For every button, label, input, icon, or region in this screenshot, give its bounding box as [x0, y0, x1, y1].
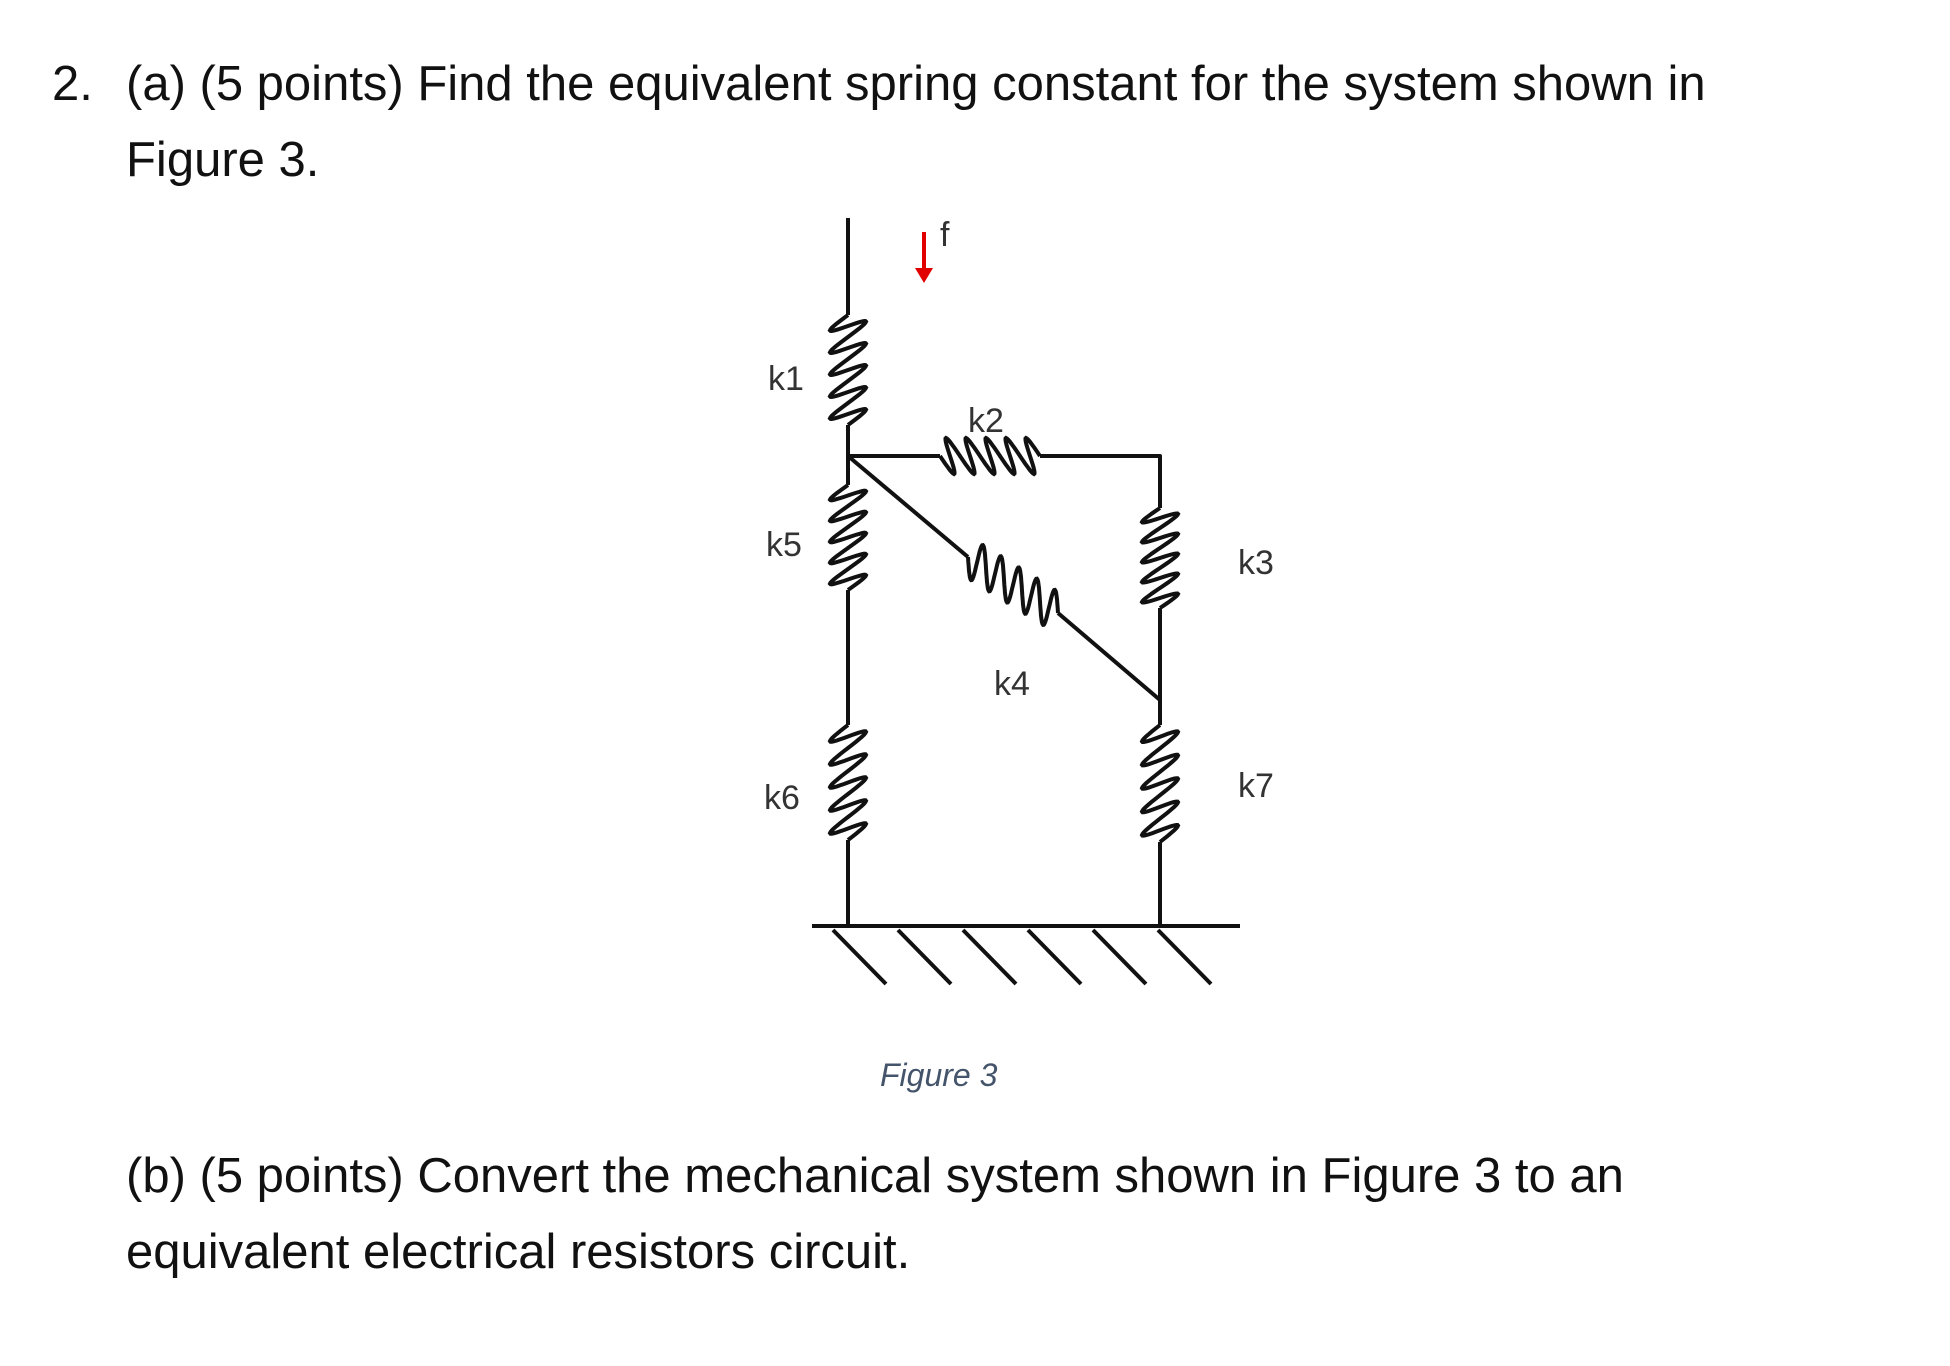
label-k4: k4 [994, 665, 1030, 703]
part-a-text-line1: (a) (5 points) Find the equivalent sprin… [126, 57, 1706, 111]
force-label: f [940, 216, 950, 254]
label-k1: k1 [768, 360, 804, 398]
figure-caption: Figure 3 [880, 1057, 998, 1093]
spring-k5 [827, 483, 869, 592]
spring-k4 [966, 542, 1060, 628]
spring-k2 [938, 435, 1042, 477]
connecting-wires [846, 218, 1162, 926]
label-k2: k2 [968, 402, 1004, 440]
spring-k3 [1139, 506, 1181, 610]
label-k5: k5 [766, 526, 802, 564]
force-arrow-icon [915, 232, 933, 283]
part-b-text-line2: equivalent electrical resistors circuit. [126, 1225, 911, 1279]
label-k7: k7 [1238, 767, 1274, 805]
ground-support [812, 924, 1240, 986]
spring-k1 [827, 313, 869, 427]
spring-k6 [827, 723, 869, 842]
part-a-text-line2: Figure 3. [126, 133, 320, 187]
label-k6: k6 [764, 779, 800, 817]
label-k3: k3 [1238, 544, 1274, 582]
question-number: 2. [52, 57, 93, 111]
spring-k7 [1139, 723, 1181, 844]
part-b-text-line1: (b) (5 points) Convert the mechanical sy… [126, 1149, 1624, 1203]
